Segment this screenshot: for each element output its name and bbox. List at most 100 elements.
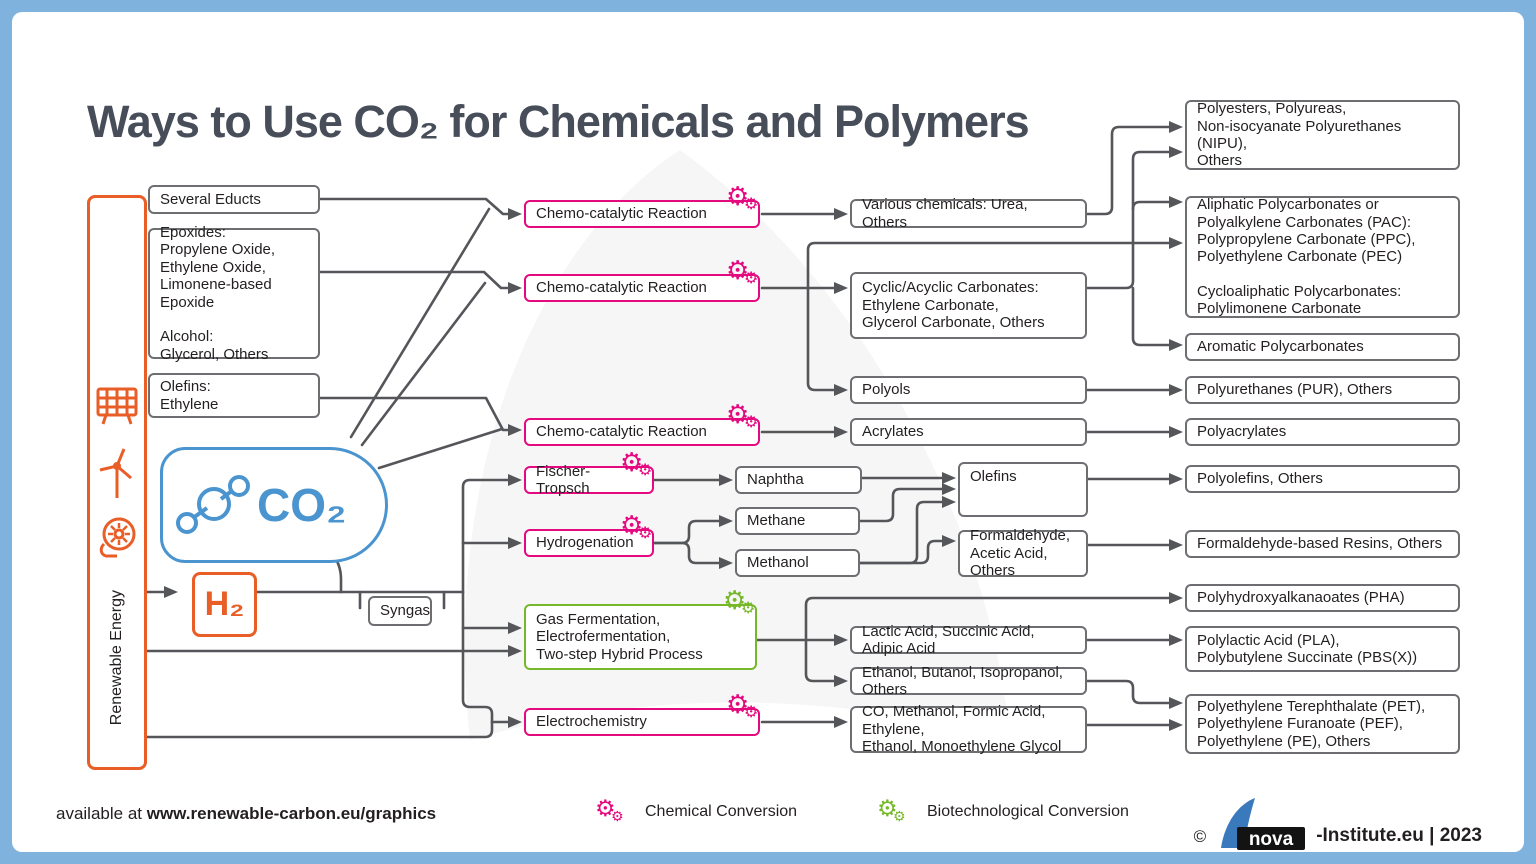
h2-box: H₂ — [192, 572, 257, 637]
legend-chemical-label: Chemical Conversion — [645, 803, 798, 820]
box-polyacrylates: Polyacrylates — [1185, 418, 1460, 446]
box-ft-label: Fischer-Tropsch — [536, 462, 591, 497]
box-cyclic-label: Cyclic/Acyclic Carbonates: Ethylene Carb… — [862, 279, 1045, 332]
connector-line — [858, 483, 956, 523]
box-methane-label: Methane — [747, 512, 806, 530]
box-pla: Polylactic Acid (PLA), Polybutylene Succ… — [1185, 626, 1460, 672]
connector-line — [1131, 286, 1183, 351]
box-methanol-label: Methanol — [747, 554, 809, 572]
connector-line — [806, 286, 848, 396]
box-polyolefins: Polyolefins, Others — [1185, 465, 1460, 493]
box-co-mix: CO, Methanol, Formic Acid, Ethylene, Eth… — [850, 703, 1087, 756]
page-title: Ways to Use CO₂ for Chemicals and Polyme… — [87, 96, 1030, 147]
box-olefins-feed-label: Olefins: Ethylene — [160, 378, 219, 413]
copyright-text: -Institute.eu | 2023 — [1316, 825, 1482, 846]
footer: available at www.renewable-carbon.eu/gra… — [12, 778, 1524, 852]
connector-line — [1131, 196, 1183, 211]
box-cc1-label: Chemo-catalytic Reaction — [536, 205, 707, 223]
box-cc2-label: Chemo-catalytic Reaction — [536, 279, 707, 297]
box-several-educts-label: Several Educts — [160, 190, 261, 208]
box-syngas-label: Syngas — [380, 602, 431, 620]
box-epoxides-label: Epoxides: Propylene Oxide, Ethylene Oxid… — [160, 223, 276, 363]
renewable-energy-column: Renewable Energy — [87, 195, 147, 770]
box-aliphatic-label: Aliphatic Polycarbonates or Polyalkylene… — [1197, 196, 1416, 318]
connector-line — [461, 474, 522, 594]
connector-line — [360, 281, 487, 447]
box-pet-label: Polyethylene Terephthalate (PET), Polyet… — [1197, 697, 1426, 750]
connector-line — [349, 207, 491, 439]
box-polyesters: Polyesters, Polyureas, Non-isocyanate Po… — [1185, 100, 1460, 170]
co2-molecule-icon — [176, 475, 250, 534]
box-pha: Polyhydroxyalkanaoates (PHA) — [1185, 584, 1460, 612]
box-cc3: Chemo-catalytic Reaction⚙⚙ — [524, 402, 760, 446]
renewable-energy-label: Renewable Energy — [108, 589, 125, 725]
connector-line — [318, 396, 522, 436]
box-polyols-label: Polyols — [862, 381, 911, 399]
box-naphtha: Naphtha — [735, 466, 862, 494]
box-pur: Polyurethanes (PUR), Others — [1185, 376, 1460, 404]
box-ethanol-label: Ethanol, Butanol, Isopropanol, Others — [862, 663, 1063, 698]
box-ferm: Gas Fermentation, Electrofermentation, T… — [524, 588, 757, 670]
box-methanol: Methanol — [735, 549, 860, 577]
box-resins-label: Formaldehyde-based Resins, Others — [1197, 535, 1443, 553]
availability-note: available at www.renewable-carbon.eu/gra… — [56, 804, 436, 824]
box-ec: Electrochemistry⚙⚙ — [524, 692, 760, 736]
box-cc1: Chemo-catalytic Reaction⚙⚙ — [524, 184, 760, 228]
box-pla-label: Polylactic Acid (PLA), Polybutylene Succ… — [1197, 631, 1418, 666]
connector-line — [858, 535, 956, 565]
solar-panel-icon — [96, 387, 138, 425]
connector-line — [806, 237, 1183, 290]
box-pur-label: Polyurethanes (PUR), Others — [1197, 381, 1393, 399]
box-pha-label: Polyhydroxyalkanaoates (PHA) — [1197, 589, 1405, 607]
copyright: © nova -Institute.eu | 2023 — [1194, 796, 1482, 850]
box-ferm-label: Gas Fermentation, Electrofermentation, T… — [536, 610, 703, 663]
box-various-label: Various chemicals: Urea, Others — [862, 196, 1028, 231]
box-several-educts: Several Educts — [148, 185, 320, 214]
legend-biotech-label: Biotechnological Conversion — [927, 803, 1129, 820]
connector-line — [377, 427, 504, 470]
availability-prefix: available at — [56, 804, 147, 823]
chemical-gears-icon: ⚙⚙ — [595, 796, 624, 825]
box-olefins-feed: Olefins: Ethylene — [148, 373, 320, 418]
box-hyd-label: Hydrogenation — [536, 534, 634, 552]
connector-line — [652, 541, 733, 569]
box-resins: Formaldehyde-based Resins, Others — [1185, 530, 1460, 558]
box-polyacrylates-label: Polyacrylates — [1197, 423, 1287, 441]
biogas-turbine-icon — [99, 517, 136, 558]
connector-line — [318, 270, 522, 294]
diagram-canvas: Ways to Use CO₂ for Chemicals and Polyme… — [12, 12, 1524, 852]
biotech-gears-icon: ⚙⚙ — [877, 796, 906, 825]
box-polyesters-label: Polyesters, Polyureas, Non-isocyanate Po… — [1197, 100, 1402, 170]
box-lactic-label: Lactic Acid, Succinic Acid, Adipic Acid — [862, 622, 1035, 657]
box-formaldehyde: Formaldehyde, Acetic Acid, Others — [958, 527, 1088, 580]
box-ec-label: Electrochemistry — [536, 713, 647, 731]
box-cyclic: Cyclic/Acyclic Carbonates: Ethylene Carb… — [850, 272, 1087, 339]
connector-line — [804, 638, 848, 687]
box-cc2: Chemo-catalytic Reaction⚙⚙ — [524, 258, 760, 302]
box-olefins-mid-label: Olefins — [970, 468, 1017, 485]
connector-line — [1085, 121, 1183, 216]
legend-chemical-conversion: ⚙⚙ Chemical Conversion — [595, 792, 797, 832]
legend-biotech-conversion: ⚙⚙ Biotechnological Conversion — [877, 792, 1129, 832]
box-polyols: Polyols — [850, 376, 1087, 404]
nova-logo: nova — [1221, 798, 1306, 850]
box-lactic: Lactic Acid, Succinic Acid, Adipic Acid — [850, 623, 1087, 657]
box-syngas: Syngas — [368, 596, 432, 626]
box-methane: Methane — [735, 507, 860, 535]
box-pet: Polyethylene Terephthalate (PET), Polyet… — [1185, 694, 1460, 754]
box-naphtha-label: Naphtha — [747, 471, 804, 489]
connector-line — [461, 590, 494, 724]
box-acrylates-label: Acrylates — [862, 423, 924, 441]
box-cc3-label: Chemo-catalytic Reaction — [536, 423, 707, 441]
co2-label: CO₂ — [257, 479, 347, 531]
box-co-mix-label: CO, Methanol, Formic Acid, Ethylene, Eth… — [862, 703, 1062, 756]
box-olefins-mid: Olefins — [958, 462, 1088, 517]
box-epoxides: Epoxides: Propylene Oxide, Ethylene Oxid… — [148, 224, 320, 363]
connector-line — [804, 592, 1183, 642]
copyright-symbol: © — [1193, 827, 1207, 846]
box-aromatic: Aromatic Polycarbonates — [1185, 333, 1460, 361]
box-formaldehyde-label: Formaldehyde, Acetic Acid, Others — [970, 527, 1071, 580]
graphics-url: www.renewable-carbon.eu/graphics — [146, 804, 437, 823]
co2-bubble: CO₂ — [160, 447, 388, 563]
connector-line — [136, 720, 494, 739]
